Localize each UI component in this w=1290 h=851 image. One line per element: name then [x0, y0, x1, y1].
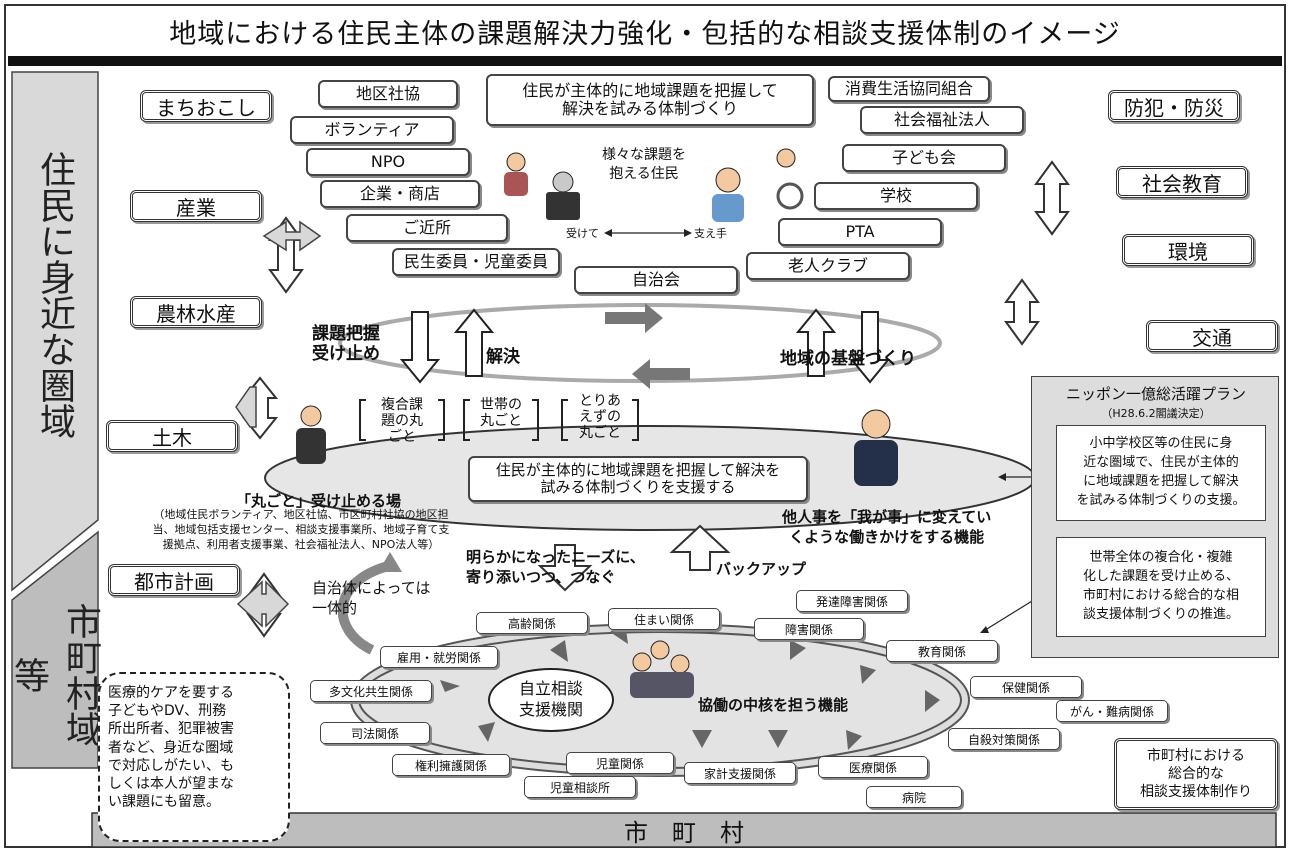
tag-korei: 高齢関係	[476, 612, 588, 634]
center-ellipse-box: 住民が主体的に地域課題を把握して解決を 試みる体制づくりを支援する	[468, 456, 808, 502]
box-npo: NPO	[306, 148, 470, 176]
cycle-base-label: 地域の基盤づくり	[780, 349, 916, 369]
label-sasaete: 支え手	[694, 227, 727, 240]
box-norin: 農林水産	[130, 296, 262, 328]
tag-shogai: 障害関係	[754, 618, 864, 640]
bracket-item-1: 複合課 題の丸 ごと	[381, 397, 423, 446]
backup-label: バックアップ	[716, 560, 807, 578]
box-volunteer: ボランティア	[290, 116, 454, 144]
box-kankyo: 環境	[1122, 234, 1254, 266]
box-doboku: 土木	[106, 420, 238, 452]
label-ukete: 受けて	[566, 227, 599, 240]
tag-hattatsu: 発達障害関係	[796, 590, 908, 612]
box-pta: PTA	[778, 218, 942, 246]
tag-jisatsu: 自殺対策関係	[948, 728, 1060, 750]
bottom-right-box: 市町村における 総合的な 相談支援体制作り	[1114, 738, 1278, 810]
tag-jidosodanjo: 児童相談所	[524, 776, 636, 798]
box-jichikai: 自治会	[574, 266, 738, 294]
box-shafuku: 社会福祉法人	[860, 106, 1024, 134]
kyodo-label: 協働の中核を担う機能	[698, 696, 849, 714]
plan-box-1: 小中学校区等の住民に身 近な圏域で、住民が主体的 に地域課題を把握して解決 を試…	[1056, 425, 1266, 521]
needs-label: 明らかになったニーズに、 寄り添いつつ、つなぐ	[466, 548, 645, 586]
tag-shiho: 司法関係	[320, 722, 430, 744]
tag-byoin: 病院	[866, 786, 962, 808]
box-toshikeikaku: 都市計画	[108, 564, 240, 596]
title-underline	[8, 56, 1282, 66]
box-minsei: 民生委員・児童委員	[392, 248, 560, 276]
dashed-note: 医療的ケアを要する 子どもやDV、刑務 所出所者、犯罪被害 者など、身近な圏域 …	[98, 672, 290, 842]
bracket-item-2: 世帯の 丸ごと	[480, 397, 522, 430]
box-gokinjo: ご近所	[346, 214, 508, 242]
box-rojinclub: 老人クラブ	[746, 252, 910, 280]
tag-sumai: 住まい関係	[608, 608, 720, 630]
person-icon-right	[854, 409, 898, 486]
tag-kakei: 家計支援関係	[684, 762, 796, 784]
tag-iryo: 医療関係	[818, 756, 928, 778]
marugoto-note: （地域住民ボランティア、地区社協、市区町村社協の地区担 当、地域包括支援センター…	[152, 508, 450, 551]
jichitai-label: 自治体によっては 一体的	[312, 579, 431, 618]
page-title: 地域における住民主体の課題解決力強化・包括的な相談支援体制のイメージ	[169, 19, 1121, 50]
tag-gan: がん・難病関係	[1056, 700, 1168, 722]
box-shakaikyoiku: 社会教育	[1116, 166, 1248, 198]
center-support-oval: 自立相談 支援機関	[488, 668, 614, 732]
bottom-bar-label: 市 町 村	[624, 818, 744, 847]
box-machiokoshi: まちおこし	[140, 90, 272, 122]
box-seikyo: 消費生活協同組合	[828, 76, 990, 102]
box-gakko: 学校	[814, 182, 978, 210]
person-icon-left	[296, 405, 326, 464]
marugoto-title: 「丸ごと」受け止める場	[236, 492, 402, 510]
tag-kyoiku: 教育関係	[886, 640, 998, 662]
band-lower-label: 市町村域等	[8, 603, 101, 747]
residents-label: 様々な課題を 抱える住民	[602, 147, 686, 182]
plan-panel: ニッポン一億総活躍プラン （H28.6.2閣議決定） 小中学校区等の住民に身 近…	[1031, 376, 1279, 658]
tanin-label: 他人事を「我が事」に変えてい くような働きかけをする機能	[782, 508, 992, 546]
box-kigyo: 企業・商店	[320, 180, 480, 208]
plan-title: ニッポン一億総活躍プラン	[1065, 385, 1246, 403]
tag-koyo: 雇用・就労関係	[380, 646, 498, 668]
box-bohan: 防犯・防災	[1108, 90, 1240, 122]
tag-kenri: 権利擁護関係	[392, 754, 510, 776]
box-chikushakyo: 地区社協	[318, 80, 458, 108]
cycle-resolve-label: 解決	[486, 347, 520, 367]
box-center-top: 住民が主体的に地域課題を把握して 解決を試みる体制づくり	[486, 74, 814, 126]
cycle-left-label: 課題把握 受け止め	[312, 324, 380, 365]
bracket-item-3: とりあ えずの 丸ごと	[579, 393, 621, 442]
plan-box-2: 世帯全体の複合化・複雑 化した課題を受け止める、 市町村における総合的な相 談支…	[1056, 537, 1266, 637]
band-upper-label: 住民に身近な圏域	[34, 151, 75, 439]
plan-sub: （H28.6.2閣議決定）	[1101, 407, 1211, 420]
box-kotsu: 交通	[1146, 320, 1278, 352]
tag-hoken: 保健関係	[970, 676, 1082, 698]
tag-tabunka: 多文化共生関係	[310, 680, 432, 702]
box-sangyo: 産業	[130, 190, 262, 222]
box-kodomokai: 子ども会	[842, 144, 1006, 172]
tag-jido: 児童関係	[566, 752, 674, 774]
